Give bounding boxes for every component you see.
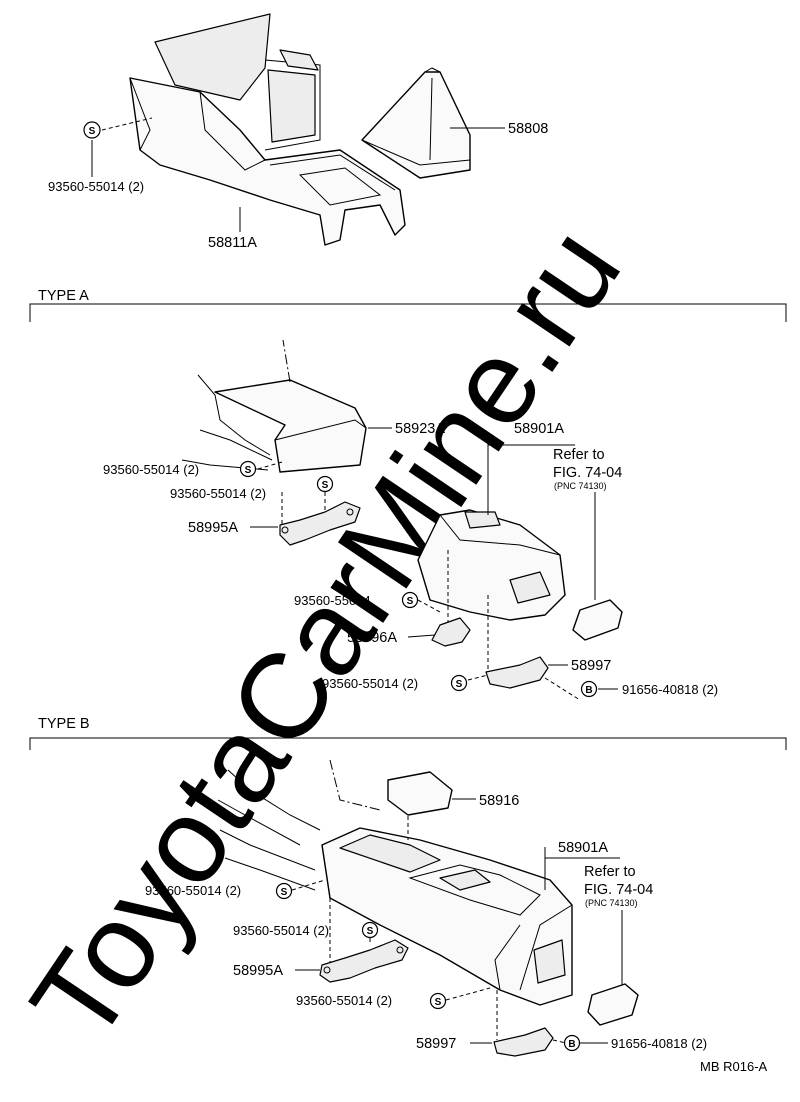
callout-top-console: 58811A <box>208 235 257 251</box>
bracket-58996a-icon <box>431 617 471 647</box>
section-label-type-b: TYPE B <box>38 716 90 732</box>
bracket-58997-icon <box>485 656 549 689</box>
callout-a-console: 58901A <box>514 421 564 437</box>
callout-top-boot: 58808 <box>508 121 548 137</box>
section-label-type-a: TYPE A <box>38 288 89 304</box>
callout-a-bracket-3: 58997 <box>571 658 611 674</box>
type-a-rear-console <box>417 509 566 621</box>
screw-s-symbol: S <box>450 674 468 692</box>
type-b-bracket-58997 <box>493 1027 554 1057</box>
type-b-console-assembly <box>217 759 573 1006</box>
type-a-armrest-assembly <box>181 339 367 473</box>
svg-text:S: S <box>281 887 288 898</box>
callout-a-armrest: 58923A <box>395 421 445 437</box>
type-a-bracket-58995a <box>279 501 361 546</box>
bracket-58995a-b-icon <box>319 939 409 983</box>
top-console-assembly <box>129 13 406 246</box>
section-bracket-type-a <box>29 303 787 322</box>
callout-a-screw-3: 93560-55014 <box>294 593 371 608</box>
callout-b-screw-1: 93560-55014 (2) <box>145 883 241 898</box>
bolt-b-symbol: B <box>563 1034 581 1052</box>
callout-b-console: 58901A <box>558 840 608 856</box>
callout-a-bracket-1: 58995A <box>188 520 238 536</box>
callout-a-bolt: 91656-40818 (2) <box>622 682 718 697</box>
armrest-58923a <box>214 379 367 473</box>
svg-text:S: S <box>435 997 442 1008</box>
svg-text:S: S <box>89 126 96 137</box>
screw-s-symbol: S <box>316 475 334 493</box>
bolt-b-symbol: B <box>580 680 598 698</box>
figure-code: MB R016-A <box>700 1059 768 1074</box>
bracket-58997-b-icon <box>493 1027 554 1057</box>
type-a-bracket-58996a <box>431 617 471 647</box>
bracket-58995a-icon <box>279 501 361 546</box>
console-58901a-type-b <box>321 827 573 1006</box>
callout-a-screw-2: 93560-55014 (2) <box>170 486 266 501</box>
console-rear-panel <box>154 13 271 101</box>
type-a-cover-plug <box>572 599 623 641</box>
callout-b-refer-1: Refer to <box>584 864 636 880</box>
screw-s-symbol: S <box>239 460 257 478</box>
screw-s-symbol: S <box>361 921 379 939</box>
callout-a-refer-1: Refer to <box>553 447 605 463</box>
screw-s-symbol: S <box>429 992 447 1010</box>
cover-plug-icon <box>572 599 623 641</box>
callout-b-screw-3: 93560-55014 (2) <box>296 993 392 1008</box>
callout-top-screw: 93560-55014 (2) <box>48 179 144 194</box>
console-58901a-type-a <box>417 509 566 621</box>
callout-b-lid: 58916 <box>479 793 519 809</box>
type-a-bracket-58997 <box>485 656 549 689</box>
svg-text:S: S <box>322 480 329 491</box>
callout-b-refer-2: FIG. 74-04 <box>584 882 653 898</box>
callout-a-screw-1: 93560-55014 (2) <box>103 462 199 477</box>
svg-text:S: S <box>456 679 463 690</box>
type-b-lid-58916 <box>387 771 453 816</box>
lid-58916-icon <box>387 771 453 816</box>
type-b-bracket-58995a <box>319 939 409 983</box>
screw-s-symbol: S <box>83 121 101 139</box>
callout-b-screw-2: 93560-55014 (2) <box>233 923 329 938</box>
callout-a-refer-3: (PNC 74130) <box>554 481 607 491</box>
callout-b-refer-3: (PNC 74130) <box>585 898 638 908</box>
svg-text:B: B <box>585 685 592 696</box>
svg-text:S: S <box>245 465 252 476</box>
shift-boot-58808 <box>361 67 471 179</box>
console-body-58811a <box>129 77 406 246</box>
svg-text:S: S <box>407 596 414 607</box>
callout-a-screw-4: 93560-55014 (2) <box>322 676 418 691</box>
screw-s-symbol: S <box>275 882 293 900</box>
callout-a-bracket-2: 58996A <box>347 630 397 646</box>
svg-text:S: S <box>367 926 374 937</box>
callout-b-bracket-1: 58995A <box>233 963 283 979</box>
type-b-cover-plug <box>587 983 639 1026</box>
section-bracket-type-b <box>29 737 787 750</box>
screw-s-symbol: S <box>401 591 419 609</box>
svg-text:B: B <box>568 1039 575 1050</box>
callout-b-bolt: 91656-40818 (2) <box>611 1036 707 1051</box>
cover-plug-icon <box>587 983 639 1026</box>
callout-b-bracket-2: 58997 <box>416 1036 456 1052</box>
callout-a-refer-2: FIG. 74-04 <box>553 465 622 481</box>
